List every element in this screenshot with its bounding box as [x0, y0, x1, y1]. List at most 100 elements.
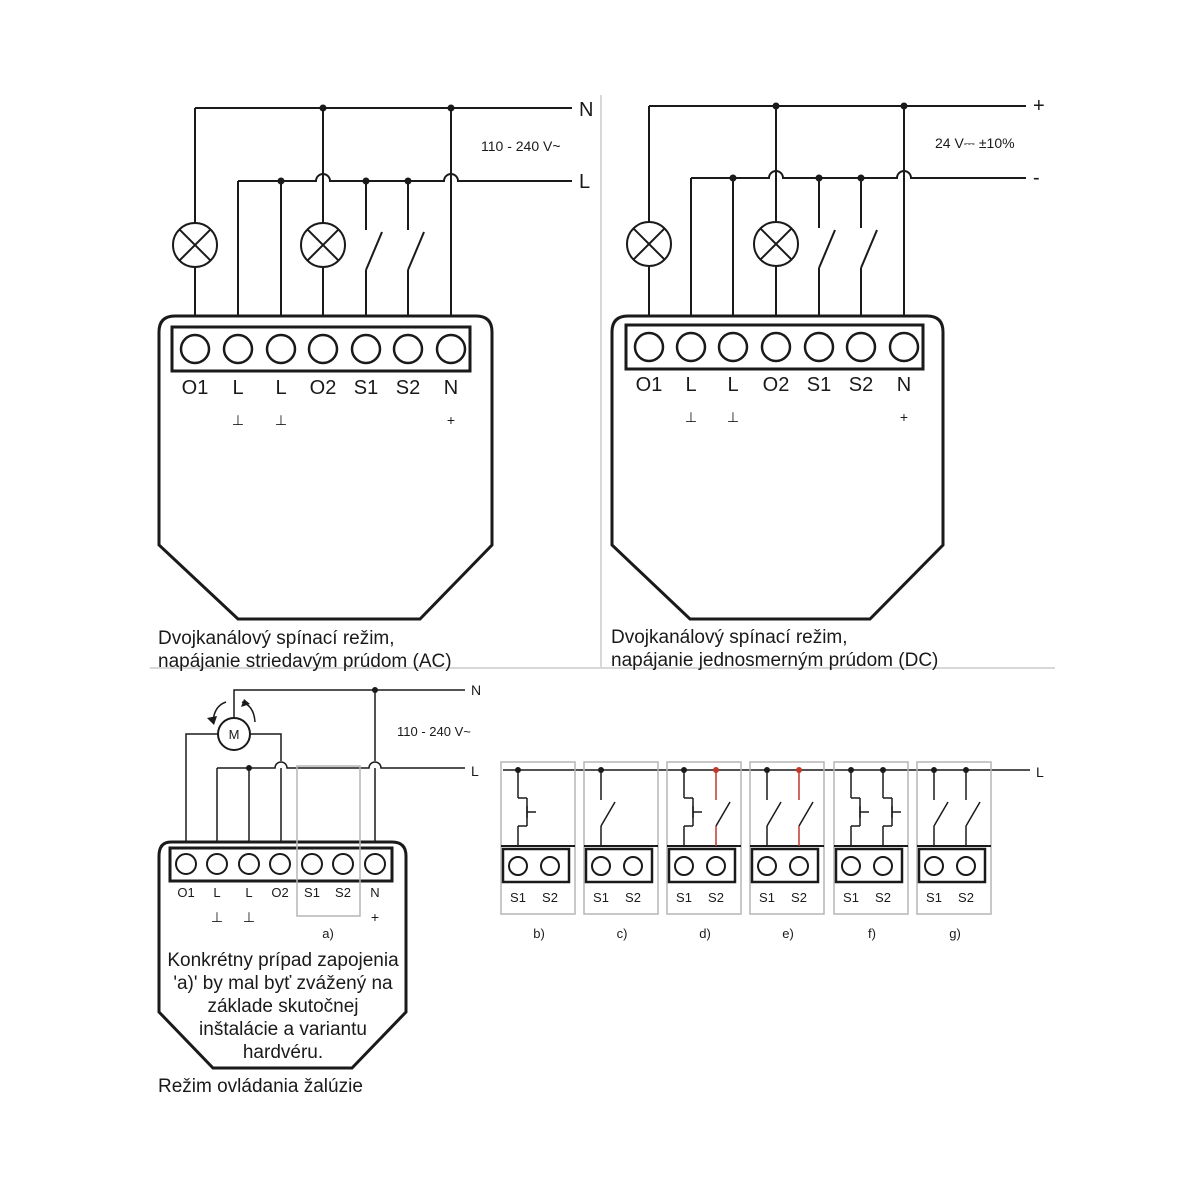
variant-d-s2-switch-icon-blade-icon	[715, 801, 731, 827]
variant-d-label: d)	[699, 926, 711, 941]
ac-terminal-4	[307, 333, 339, 365]
ac-terminal-7	[435, 333, 467, 365]
variant-g-s1-switch-icon-blade-icon	[933, 801, 949, 827]
variant-e-s2-label: S2	[791, 890, 807, 905]
dc-terminal-sign-2: ⊥	[685, 409, 697, 425]
blind-terminal-3	[238, 853, 260, 875]
dc-voltage-label: 24 V⎓ ±10%	[935, 135, 1015, 151]
blind-note-line-2: 'a)' by mal byť zvážený na	[173, 973, 393, 994]
dc-terminal-1	[633, 331, 665, 363]
variants-line-label: L	[1036, 764, 1044, 780]
blind-note-line-5: hardvéru.	[243, 1042, 323, 1063]
dc-terminal-sign-3: ⊥	[727, 409, 739, 425]
variant-b-frame	[500, 761, 576, 915]
dc-o2-junction	[772, 102, 780, 110]
blind-l-wire	[217, 761, 465, 769]
variant-f-terminal-s2	[873, 856, 893, 876]
blind-terminal-label-3: L	[245, 885, 252, 900]
variant-g-frame	[916, 761, 992, 915]
blind-wiring	[185, 687, 465, 842]
blind-terminal-label-2: L	[213, 885, 220, 900]
ac-terminal-label-6: S2	[396, 377, 420, 399]
variant-e-s2-switch-icon-blade-icon	[798, 801, 814, 827]
blind-terminal-sign-3: ⊥	[243, 909, 255, 925]
dc-terminal-label-3: L	[727, 374, 738, 396]
variant-g-label: g)	[949, 926, 961, 941]
motor-rotation-right-arrowhead-icon	[241, 699, 250, 707]
motor-rotation-left-arrowhead-icon	[207, 716, 217, 725]
variant-g-s1-label: S1	[926, 890, 942, 905]
blind-note-line-4: inštalácie a variantu	[199, 1019, 367, 1040]
ac-caption-line-2: napájanie striedavým prúdom (AC)	[158, 651, 452, 672]
variant-f-frame	[833, 761, 909, 915]
variant-c-s1-switch-icon-blade-icon	[600, 801, 616, 827]
dc-caption-line-2: napájanie jednosmerným prúdom (DC)	[611, 650, 938, 671]
variant-d-terminal-s2	[706, 856, 726, 876]
variant-b-label: b)	[533, 926, 545, 941]
dc-terminal-label-2: L	[685, 374, 696, 396]
blind-voltage-label: 110 - 240 V~	[397, 724, 471, 739]
ac-module-body	[157, 314, 494, 621]
ac-wiring	[172, 104, 572, 316]
dc-line-top-label: +	[1033, 95, 1045, 117]
variant-d-frame	[666, 761, 742, 915]
variant-e-s1-label: S1	[759, 890, 775, 905]
ac-terminal-label-1: O1	[182, 377, 209, 399]
blind-terminal-6	[332, 853, 354, 875]
variant-g-s2-switch-icon-blade-icon	[965, 801, 981, 827]
dc-o1-lamp-icon-cross-b	[632, 227, 666, 261]
dc-caption-line-1: Dvojkanálový spínací režim,	[611, 627, 848, 648]
ac-terminal-sign-7: +	[447, 412, 455, 428]
dc-terminal-sign-7: +	[900, 409, 908, 425]
ac-terminal-label-3: L	[275, 377, 286, 399]
ac-terminal-6	[392, 333, 424, 365]
blind-note-line-3: základe skutočnej	[207, 996, 358, 1017]
blind-terminal-sign-2: ⊥	[211, 909, 223, 925]
dc-wiring	[626, 102, 1026, 316]
dc-terminal-label-1: O1	[636, 374, 663, 396]
dc-module-body	[610, 314, 945, 621]
blind-terminal-4	[269, 853, 291, 875]
ac-terminal-label-4: O2	[310, 377, 337, 399]
ac-o2-junction	[319, 104, 327, 112]
blind-n-wire	[233, 689, 465, 718]
ac-terminal-label-2: L	[232, 377, 243, 399]
ac-line-bottom-label: L	[579, 171, 590, 193]
variant-d-s2-label: S2	[708, 890, 724, 905]
blind-note-line-1: Konkrétny prípad zapojenia	[167, 950, 399, 971]
ac-terminal-label-5: S1	[354, 377, 378, 399]
blind-terminal-sign-7: +	[371, 909, 379, 925]
variant-b-terminal-s1	[508, 856, 528, 876]
dc-line-bottom-wire	[691, 170, 1026, 179]
ac-o1-lamp-icon-cross-b	[178, 228, 212, 262]
ac-terminal-sign-2: ⊥	[232, 412, 244, 428]
dc-terminal-5	[803, 331, 835, 363]
ac-l2-junction	[277, 177, 285, 185]
dc-l2-junction	[729, 174, 737, 182]
blind-terminal-7	[364, 853, 386, 875]
ac-line-bottom-wire	[238, 173, 572, 182]
motor-label: M	[229, 727, 240, 742]
variant-c-terminal-s1	[591, 856, 611, 876]
variant-b-s1-label: S1	[510, 890, 526, 905]
ac-terminal-sign-3: ⊥	[275, 412, 287, 428]
ac-terminal-5	[350, 333, 382, 365]
blind-terminal-label-5: S1	[304, 885, 320, 900]
variant-g-terminal-s2	[956, 856, 976, 876]
blind-terminal-1	[175, 853, 197, 875]
ac-s2-switch-blade-icon	[407, 231, 425, 271]
variant-e-terminal-s2	[789, 856, 809, 876]
variant-c-s1-label: S1	[593, 890, 609, 905]
dc-terminal-7	[888, 331, 920, 363]
ac-line-top-label: N	[579, 99, 593, 121]
variant-c-s2-label: S2	[625, 890, 641, 905]
blind-line-top-label: N	[471, 682, 481, 698]
variant-c-terminal-s2	[623, 856, 643, 876]
dc-terminal-label-7: N	[897, 374, 911, 396]
blind-caption: Režim ovládania žalúzie	[158, 1076, 363, 1097]
dc-terminal-6	[845, 331, 877, 363]
